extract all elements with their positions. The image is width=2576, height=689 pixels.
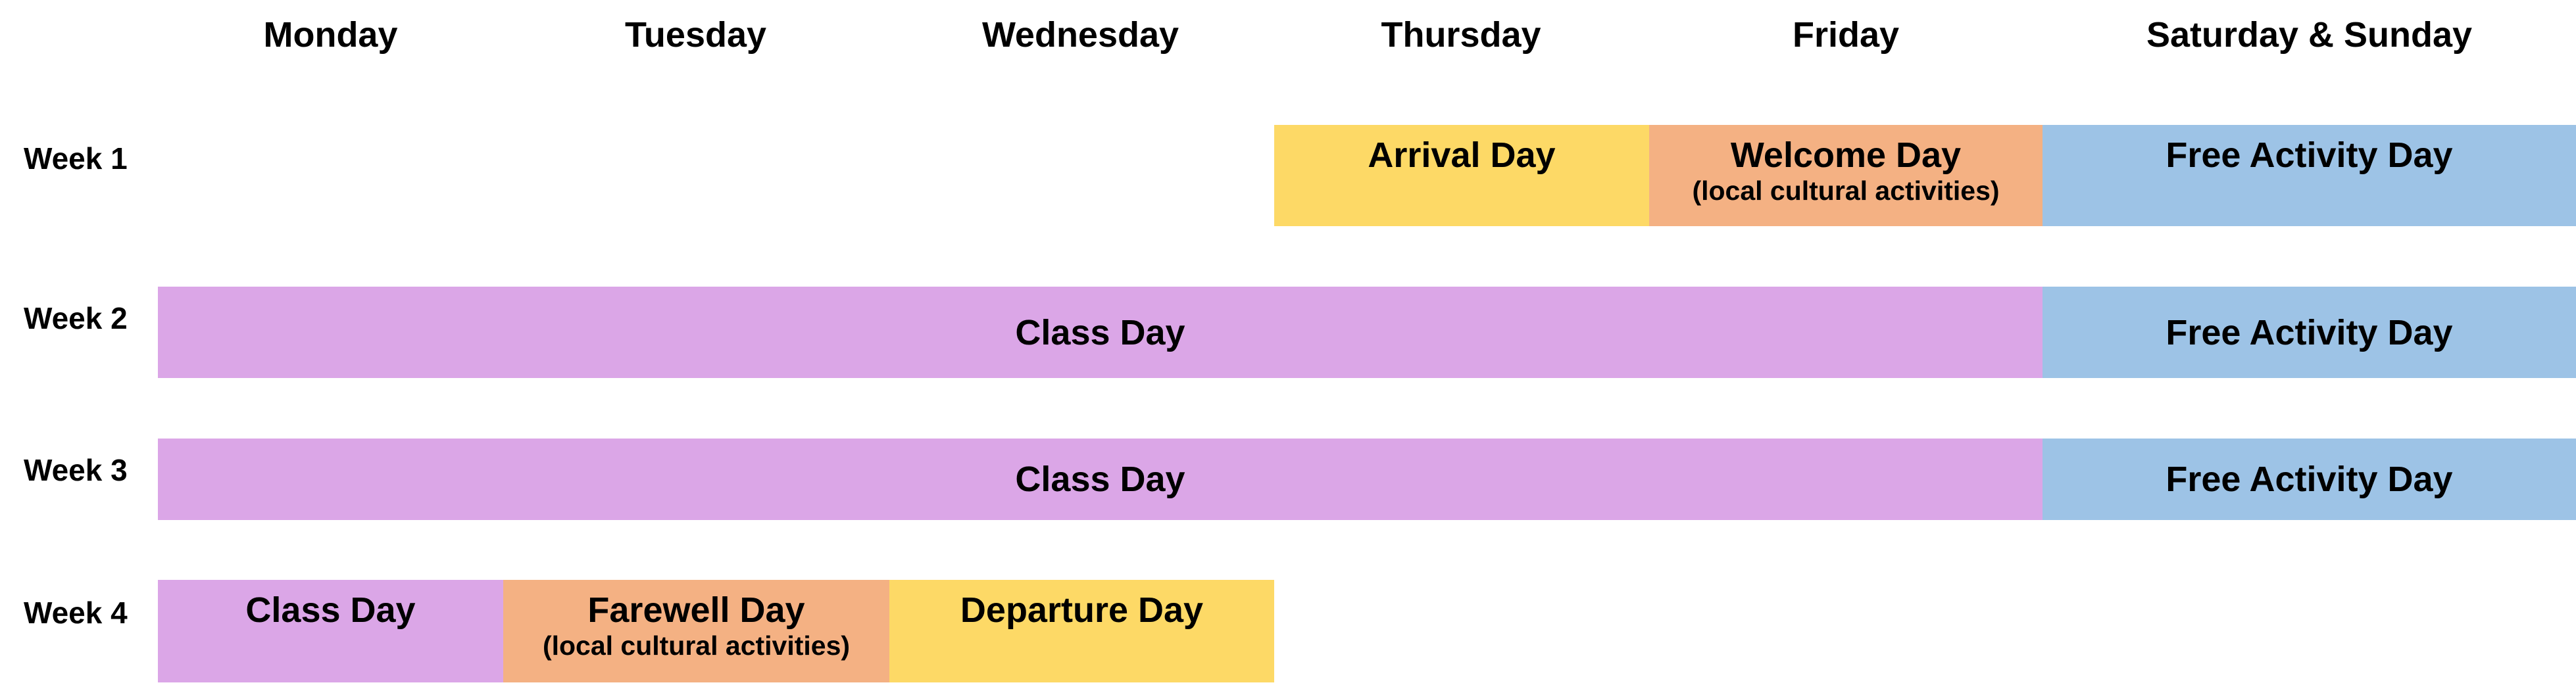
block-title: Free Activity Day: [2166, 312, 2453, 352]
header-friday: Friday: [1792, 15, 1900, 55]
week-label-2: Week 2: [24, 301, 128, 335]
block-title: Free Activity Day: [2166, 135, 2453, 175]
week1-arrival-day: Arrival Day: [1274, 125, 1649, 226]
week4-departure-day: Departure Day: [889, 580, 1274, 682]
week3-free-activity-day: Free Activity Day: [2043, 439, 2576, 520]
week-label-3: Week 3: [24, 453, 128, 487]
block-title: Class Day: [1015, 460, 1185, 499]
block-title: Class Day: [245, 590, 416, 630]
header-thursday: Thursday: [1381, 15, 1541, 55]
header-wednesday: Wednesday: [981, 15, 1179, 55]
week1-welcome-day: Welcome Day (local cultural activities): [1649, 125, 2043, 226]
header-tuesday: Tuesday: [624, 15, 767, 55]
block-subtitle: (local cultural activities): [1692, 176, 2000, 206]
week4-class-day: Class Day: [158, 580, 503, 682]
block-subtitle: (local cultural activities): [542, 630, 851, 661]
header-monday: Monday: [263, 15, 398, 55]
week3-class-day: Class Day: [158, 439, 2043, 520]
header-weekend: Saturday & Sunday: [2146, 15, 2473, 55]
block-title: Free Activity Day: [2166, 460, 2453, 499]
week4-farewell-day: Farewell Day (local cultural activities): [503, 580, 889, 682]
block-title: Farewell Day: [587, 590, 805, 630]
week-label-1: Week 1: [24, 141, 128, 176]
week2-class-day: Class Day: [158, 287, 2043, 378]
block-title: Welcome Day: [1730, 135, 1962, 175]
week-label-4: Week 4: [24, 596, 128, 630]
block-title: Class Day: [1015, 312, 1185, 352]
week1-free-activity-day: Free Activity Day: [2043, 125, 2576, 226]
block-title: Departure Day: [960, 590, 1204, 630]
week2-free-activity-day: Free Activity Day: [2043, 287, 2576, 378]
block-title: Arrival Day: [1368, 135, 1556, 175]
